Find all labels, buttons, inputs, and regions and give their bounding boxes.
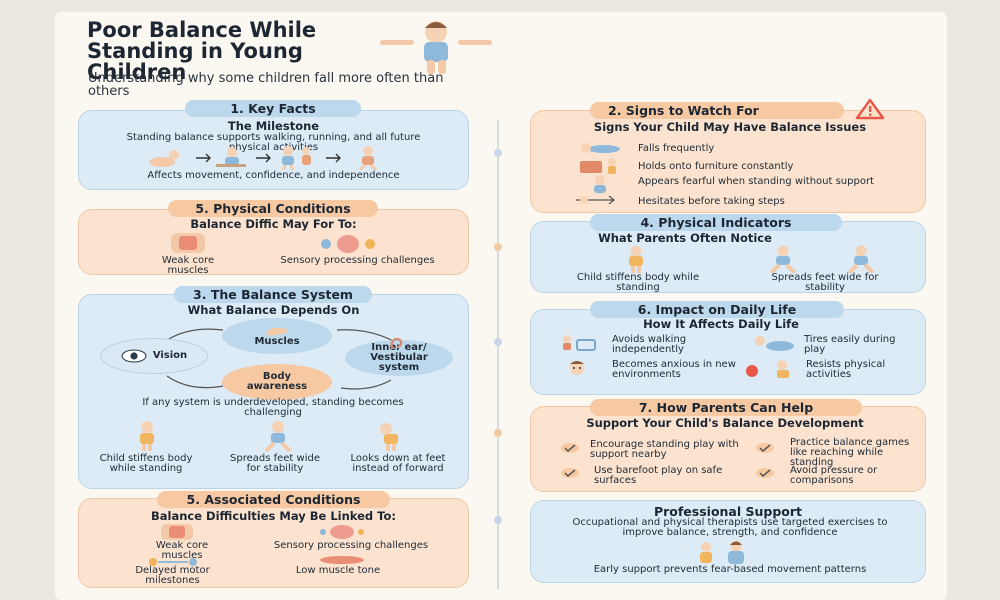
brain-icon <box>320 525 364 539</box>
professional-support-footer: Early support prevents fear-based moveme… <box>593 564 867 575</box>
indicator-item: Child stiffens body while standing <box>576 272 700 293</box>
sign-item: Hesitates before taking steps <box>638 196 785 207</box>
professional-support-body: Occupational and physical therapists use… <box>572 517 888 538</box>
wide-stance-pair-icon <box>769 245 875 273</box>
core-muscles-icon <box>161 524 193 540</box>
check-icon <box>561 443 579 453</box>
balance-system-pill: 3. The Balance System <box>174 286 372 303</box>
professional-support-card <box>530 500 926 583</box>
toddler-standing-icon <box>380 21 492 74</box>
balance-indicator-item: Spreads feet wide for stability <box>230 453 320 474</box>
check-icon <box>756 443 774 453</box>
check-icon <box>561 468 579 478</box>
help-item: Encourage standing play with support nea… <box>590 439 739 460</box>
key-facts-pill: 1. Key Facts <box>185 100 361 117</box>
physical-conditions-pill: 5. Physical Conditions <box>168 200 378 217</box>
anxious-child-icon <box>570 361 584 375</box>
physical-conditions-heading: Balance Diffic May For To: <box>190 217 357 231</box>
walker-icon <box>563 335 596 351</box>
fearful-child-icon <box>594 175 606 193</box>
help-item: Avoid pressure or comparisons <box>790 465 878 486</box>
page-title: Poor Balance While Standing in Young Chi… <box>87 18 317 84</box>
associated-condition-item: Weak core muscles <box>155 540 209 561</box>
help-heading: Support Your Child's Balance Development <box>586 416 864 430</box>
physical-condition-item: Weak core muscles <box>161 255 215 276</box>
associated-conditions-card <box>78 498 469 588</box>
page-subtitle: Understanding why some children fall mor… <box>88 71 444 99</box>
inner-ear-node: Inner ear/ Vestibular system <box>345 340 453 376</box>
ball-child-icon <box>746 360 789 378</box>
vision-node: Vision <box>100 338 208 374</box>
impact-item: Avoids walking independently <box>612 334 687 355</box>
wide-stance-icon <box>264 421 292 452</box>
flexed-arm-icon <box>266 327 288 336</box>
therapist-child-icon <box>700 541 744 564</box>
ear-icon <box>390 337 403 350</box>
sign-item: Falls frequently <box>638 143 715 154</box>
milestone-steps-icon <box>149 558 197 566</box>
impact-item: Becomes anxious in new environments <box>612 359 736 380</box>
muscle-fiber-icon <box>320 556 364 564</box>
timeline-divider <box>497 120 499 590</box>
associated-conditions-heading: Balance Difficulties May Be Linked To: <box>151 509 396 523</box>
help-card <box>530 406 926 492</box>
body-awareness-node: Body awareness <box>222 364 332 400</box>
balance-cycle-arrows <box>166 328 396 390</box>
balance-indicator-item: Child stiffens body while standing <box>99 453 193 474</box>
sign-item: Holds onto furniture constantly <box>638 161 794 172</box>
balance-system-heading: What Balance Depends On <box>187 303 360 317</box>
stiff-child-icon <box>629 245 643 273</box>
associated-condition-item: Delayed motor milestones <box>135 565 210 586</box>
signs-pill: 2. Signs to Watch For <box>590 102 844 119</box>
tired-child-icon <box>755 336 794 351</box>
eye-icon <box>121 349 147 363</box>
signs-heading: Signs Your Child May Have Balance Issues <box>593 120 867 134</box>
timeline-dot <box>494 243 502 251</box>
impact-heading: How It Affects Daily Life <box>643 317 799 331</box>
timeline-dot <box>494 516 502 524</box>
help-pill: 7. How Parents Can Help <box>590 399 862 416</box>
warning-icon <box>855 98 885 120</box>
balance-system-note: If any system is underdeveloped, standin… <box>142 397 404 418</box>
key-facts-footer: Affects movement, confidence, and indepe… <box>147 170 400 181</box>
impact-pill: 6. Impact on Daily Life <box>590 301 844 318</box>
impact-item: Tires easily during play <box>804 334 896 355</box>
hesitant-step-icon <box>576 195 616 205</box>
physical-conditions-card <box>78 209 469 275</box>
associated-conditions-pill: 5. Associated Conditions <box>157 491 390 508</box>
looking-down-icon <box>380 423 398 451</box>
balance-indicator-item: Looks down at feet instead of forward <box>350 453 446 474</box>
timeline-dot <box>494 429 502 437</box>
timeline-dot <box>494 149 502 157</box>
help-item: Practice balance games like reaching whi… <box>790 437 910 468</box>
fall-icon <box>581 143 620 153</box>
key-facts-body: Standing balance supports walking, runni… <box>126 132 421 153</box>
timeline-dot <box>494 338 502 346</box>
milestone-progression-icon <box>149 146 378 170</box>
muscles-node: Muscles <box>222 318 332 354</box>
sign-item: Appears fearful when standing without su… <box>638 176 874 187</box>
help-item: Use barefoot play on safe surfaces <box>594 465 723 486</box>
key-facts-heading: The Milestone <box>227 119 320 133</box>
check-icon <box>756 468 774 478</box>
furniture-icon <box>580 158 616 174</box>
professional-support-heading: Professional Support <box>653 504 803 519</box>
brain-senses-icon <box>321 235 375 253</box>
stiff-child-icon <box>140 421 154 451</box>
indicators-heading: What Parents Often Notice <box>598 231 772 245</box>
impact-item: Resists physical activities <box>806 359 886 380</box>
physical-condition-item: Sensory processing challenges <box>280 255 435 266</box>
associated-condition-item: Sensory processing challenges <box>273 540 429 551</box>
indicators-pill: 4. Physical Indicators <box>590 214 842 231</box>
core-muscles-icon <box>171 233 205 253</box>
indicator-item: Spreads feet wide for stability <box>771 272 879 293</box>
associated-condition-item: Low muscle tone <box>295 565 381 576</box>
